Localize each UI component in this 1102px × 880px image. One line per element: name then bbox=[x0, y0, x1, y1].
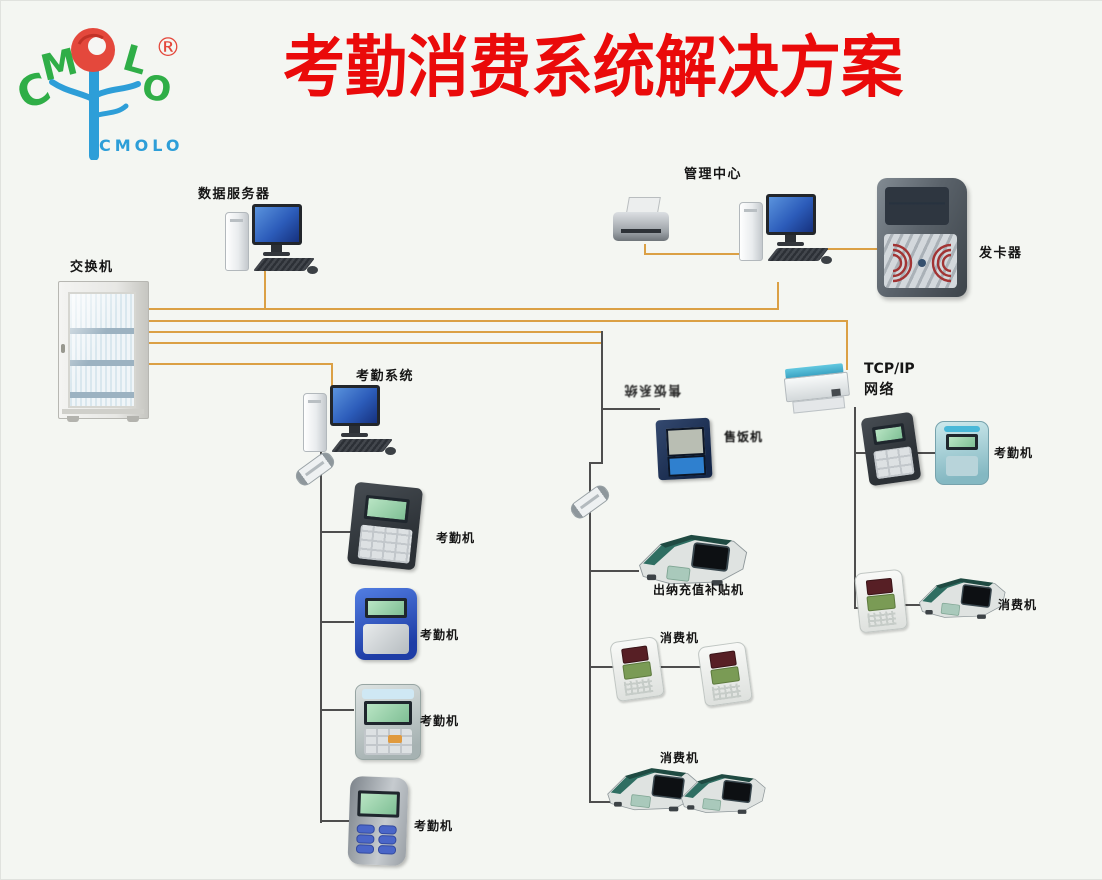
attendance-machine-label: 考勤机 bbox=[420, 628, 460, 642]
monitor-screen bbox=[769, 197, 813, 232]
registered-mark: ® bbox=[155, 33, 181, 63]
computer-mouse bbox=[385, 447, 396, 455]
attendance-machine-label: 考勤机 bbox=[420, 714, 460, 728]
consumer-desktop-pos bbox=[607, 768, 700, 812]
attendance-reader-4 bbox=[347, 776, 409, 866]
cable bbox=[589, 801, 613, 803]
computer-mouse bbox=[821, 256, 832, 264]
cashier-recharge-machine bbox=[639, 534, 748, 586]
cable bbox=[601, 331, 603, 463]
attendance-system-computer bbox=[303, 385, 397, 461]
attendance-reader-2 bbox=[355, 588, 417, 660]
cable bbox=[264, 267, 266, 310]
cable bbox=[146, 320, 846, 322]
attendance-reader-3 bbox=[355, 684, 421, 760]
cable bbox=[644, 253, 741, 255]
cable bbox=[146, 342, 602, 344]
consumer-machine-label: 消费机 bbox=[660, 751, 700, 765]
cable bbox=[320, 820, 354, 822]
cable bbox=[589, 570, 639, 572]
cable bbox=[917, 452, 939, 454]
cable bbox=[320, 709, 354, 711]
cabinet-lock bbox=[61, 344, 65, 353]
logo-tree-branches bbox=[49, 65, 141, 160]
cable bbox=[777, 282, 779, 310]
computer-tower bbox=[225, 212, 249, 271]
computer-monitor bbox=[766, 194, 816, 235]
attendance-reader-right bbox=[860, 411, 922, 487]
tcpip-converter-box bbox=[783, 361, 852, 415]
cable bbox=[589, 462, 603, 464]
management-center-computer bbox=[739, 194, 833, 270]
cable bbox=[904, 604, 921, 606]
switch-cabinet bbox=[58, 281, 149, 422]
printer bbox=[613, 197, 671, 245]
cable bbox=[823, 248, 879, 250]
computer-tower bbox=[303, 393, 327, 452]
page-title: 考勤消费系统解决方案 bbox=[282, 28, 903, 107]
attendance-system-label: 考勤系统 bbox=[356, 369, 415, 384]
cable bbox=[320, 621, 354, 623]
attendance-machine-label: 考勤机 bbox=[414, 819, 454, 833]
rf-waves-icon bbox=[892, 243, 952, 283]
consumer-desktop-pos bbox=[680, 774, 766, 814]
switch-label: 交换机 bbox=[70, 260, 114, 275]
cashier-machine-label: 出纳充值补贴机 bbox=[653, 583, 745, 597]
meal-system-label-flipped: 售饭系统 bbox=[623, 382, 682, 397]
computer-keyboard bbox=[766, 248, 830, 261]
computer-tower bbox=[739, 202, 763, 261]
data-server-computer bbox=[225, 204, 319, 280]
consumer-handheld bbox=[609, 635, 665, 703]
consumer-machine-label: 消费机 bbox=[998, 598, 1038, 612]
attendance-machine-label: 考勤机 bbox=[994, 446, 1034, 460]
computer-mouse bbox=[307, 266, 318, 274]
cable bbox=[854, 452, 870, 454]
computer-keyboard bbox=[252, 258, 316, 271]
computer-keyboard bbox=[330, 439, 394, 452]
consumer-desktop-pos bbox=[919, 578, 1006, 619]
cable bbox=[320, 531, 354, 533]
logo-letter-o: O bbox=[140, 67, 174, 111]
cable bbox=[331, 363, 333, 393]
tcpip-label-line1: TCP/IP bbox=[864, 361, 915, 377]
monitor-screen bbox=[333, 388, 377, 423]
cable bbox=[854, 407, 856, 609]
computer-monitor bbox=[252, 204, 302, 245]
attendance-handheld-right bbox=[935, 421, 989, 485]
cable bbox=[146, 363, 333, 365]
logo-brand-text: CMOLO bbox=[99, 136, 184, 155]
cable bbox=[589, 462, 591, 803]
meal-wall-terminal bbox=[655, 417, 713, 481]
cable bbox=[846, 320, 848, 370]
cable bbox=[602, 408, 660, 410]
management-center-label: 管理中心 bbox=[684, 167, 743, 182]
cable bbox=[146, 308, 777, 310]
card-issuer-device bbox=[877, 178, 967, 297]
tcpip-label-line2: 网络 bbox=[864, 382, 895, 398]
cable bbox=[320, 448, 322, 823]
attendance-machine-label: 考勤机 bbox=[436, 531, 476, 545]
monitor-screen bbox=[255, 207, 299, 242]
cmolo-logo: C M L O ® CMOLO bbox=[9, 28, 184, 160]
cable bbox=[657, 666, 703, 668]
meal-machine-label: 售饭机 bbox=[724, 430, 764, 444]
cable bbox=[644, 244, 646, 255]
cable bbox=[589, 666, 617, 668]
computer-monitor bbox=[330, 385, 380, 426]
cabinet-door bbox=[68, 292, 136, 408]
card-issuer-label: 发卡器 bbox=[979, 246, 1023, 261]
cable bbox=[146, 331, 602, 333]
card-issuer-screen bbox=[889, 191, 945, 221]
attendance-reader-1 bbox=[346, 481, 424, 571]
data-server-label: 数据服务器 bbox=[198, 187, 271, 202]
consumer-handheld bbox=[697, 640, 753, 708]
consumer-machine-label: 消费机 bbox=[660, 631, 700, 645]
consumer-handheld bbox=[853, 568, 909, 634]
